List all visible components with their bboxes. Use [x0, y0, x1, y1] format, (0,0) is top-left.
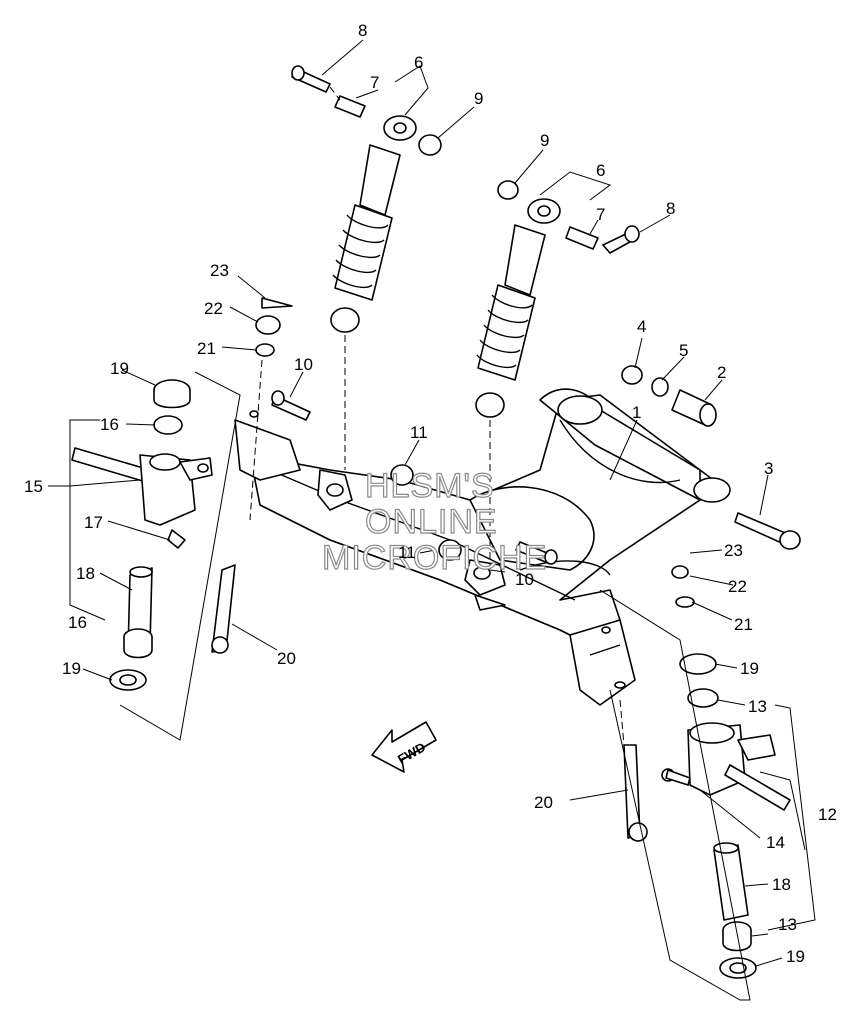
callout-22: 22 [204, 299, 223, 318]
callout-23: 23 [724, 541, 743, 560]
callout-21: 21 [197, 339, 216, 358]
callout-21: 21 [734, 615, 753, 634]
callout-23: 23 [210, 261, 229, 280]
callout-10: 10 [294, 355, 313, 374]
callout-7: 7 [596, 205, 605, 224]
left-shock-absorber [330, 115, 417, 470]
shock-mount-brackets [317, 469, 506, 611]
left-top-hardware [291, 65, 442, 156]
right-knuckle-assembly [619, 565, 791, 979]
watermark-line-1: HLSM'S [365, 467, 495, 505]
callout-16: 16 [100, 415, 119, 434]
callout-8: 8 [358, 21, 367, 40]
callout-13: 13 [778, 915, 797, 934]
callout-12: 12 [818, 805, 837, 824]
watermark: HLSM'S ONLINE MICROFICHE [321, 466, 547, 577]
callout-11: 11 [398, 543, 416, 562]
callout-20: 20 [277, 649, 296, 668]
callout-17: 17 [84, 513, 103, 532]
callout-8: 8 [666, 199, 675, 218]
callout-5: 5 [679, 341, 688, 360]
callout-4: 4 [637, 317, 646, 336]
callout-14: 14 [766, 833, 785, 852]
callout-9: 9 [540, 131, 549, 150]
callout-6: 6 [596, 161, 605, 180]
callout-10: 10 [515, 570, 534, 589]
watermark-line-3: MICROFICHE [322, 539, 547, 577]
callout-22: 22 [728, 577, 747, 596]
callout-1: 1 [632, 403, 641, 422]
callout-19: 19 [786, 947, 805, 966]
callout-16: 16 [68, 613, 87, 632]
callout-19: 19 [740, 659, 759, 678]
callout-2: 2 [717, 363, 726, 382]
watermark-line-2: ONLINE [365, 503, 498, 541]
callout-18: 18 [76, 564, 95, 583]
callout-19: 19 [110, 359, 129, 378]
callout-7: 7 [370, 73, 379, 92]
callout-9: 9 [474, 89, 483, 108]
callout-18: 18 [772, 875, 791, 894]
right-top-hardware [497, 180, 640, 254]
bushing-and-nut-set [621, 365, 801, 550]
callout-6: 6 [414, 53, 423, 72]
callout-3: 3 [764, 459, 773, 478]
callout-13: 13 [748, 697, 767, 716]
front-arm-frame [234, 388, 731, 706]
callout-19: 19 [62, 659, 81, 678]
left-knuckle-assembly [71, 379, 236, 691]
callout-15: 15 [24, 477, 43, 496]
callout-labels: 8 6 7 9 9 6 7 8 23 22 21 10 19 4 5 2 1 1… [24, 21, 837, 966]
forward-arrow-icon: FWD [371, 721, 437, 773]
right-shock-absorber [475, 198, 561, 565]
callout-11: 11 [410, 423, 428, 442]
left-hardware-group [249, 297, 558, 565]
callout-20: 20 [534, 793, 553, 812]
leader-lines [48, 39, 816, 1001]
